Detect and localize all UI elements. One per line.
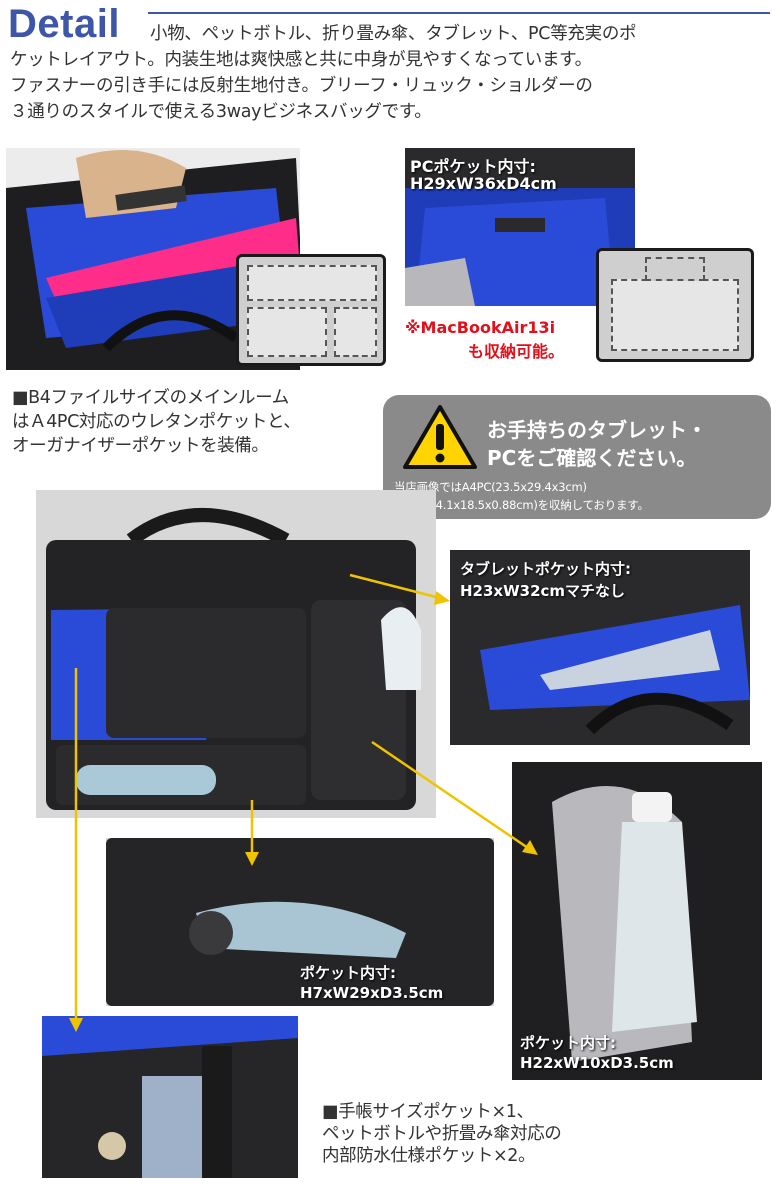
tablet-pocket-label-2: H23xW32cmマチなし: [460, 582, 626, 600]
bottom-note-line-1: ■手帳サイズポケット×1、: [322, 1102, 534, 1122]
main-room-line-2: はＡ4PC対応のウレタンポケットと、: [12, 412, 301, 432]
front-pocket-photo: [106, 838, 494, 1006]
side-pocket-label-1: ポケット内寸:: [520, 1034, 616, 1052]
side-pocket-label-2: H22xW10xD3.5cm: [520, 1054, 674, 1072]
pc-pocket-label-1: PCポケット内寸:: [410, 157, 536, 176]
main-room-line-3: オーガナイザーポケットを装備。: [12, 436, 269, 456]
pc-pocket-diagram: [596, 248, 754, 362]
arrow-head-tablet: [434, 591, 450, 605]
organizer-pocket-photo: [42, 1016, 298, 1178]
bottom-note-line-2: ペットボトルや折畳み傘対応の: [322, 1124, 562, 1144]
intro-line-3: ファスナーの引き手には反射生地付き。ブリーフ・リュック・ショルダーの: [10, 76, 593, 96]
bottom-note-line-3: 内部防水仕様ポケット×2。: [322, 1146, 536, 1166]
warning-icon: [402, 404, 478, 470]
arrow-head-front: [245, 852, 259, 866]
intro-line-2: ケットレイアウト。内装生地は爽快感と共に中身が見やすくなっています。: [10, 50, 592, 70]
macbook-note-2: も収納可能。: [468, 342, 565, 361]
front-pocket-label-1: ポケット内寸:: [300, 964, 396, 982]
tablet-pocket-label-1: タブレットポケット内寸:: [460, 560, 631, 578]
bag-front-photo: [36, 490, 436, 818]
title-rule: [148, 12, 770, 14]
arrow-to-tablet-pocket: [349, 573, 441, 600]
macbook-note-1: ※MacBookAir13i: [405, 318, 556, 337]
page-title: Detail: [8, 2, 120, 46]
warning-detail-1: 当店画像ではA4PC(23.5x29.4x3cm): [394, 480, 587, 494]
arrow-to-side-pocket: [371, 740, 529, 850]
warning-detail-2: iPad2(24.1x18.5x0.88cm)を収納しております。: [394, 498, 649, 512]
main-room-line-1: ■B4ファイルサイズのメインルーム: [12, 388, 289, 408]
warning-heading-1: お手持ちのタブレット・: [487, 418, 707, 442]
organizer-diagram: [236, 254, 386, 366]
arrow-head-organizer: [69, 1018, 83, 1032]
pc-pocket-label-2: H29xW36xD4cm: [410, 174, 557, 193]
front-pocket-label-2: H7xW29xD3.5cm: [300, 984, 444, 1002]
side-pocket-photo: [512, 762, 762, 1080]
intro-line-1: 小物、ペットボトル、折り畳み傘、タブレット、PC等充実のポ: [150, 24, 637, 44]
tablet-pocket-photo: [450, 550, 750, 745]
warning-heading-2: PCをご確認ください。: [487, 446, 697, 470]
arrow-head-side: [522, 840, 538, 855]
intro-line-4: ３通りのスタイルで使える3wayビジネスバッグです。: [10, 102, 432, 122]
